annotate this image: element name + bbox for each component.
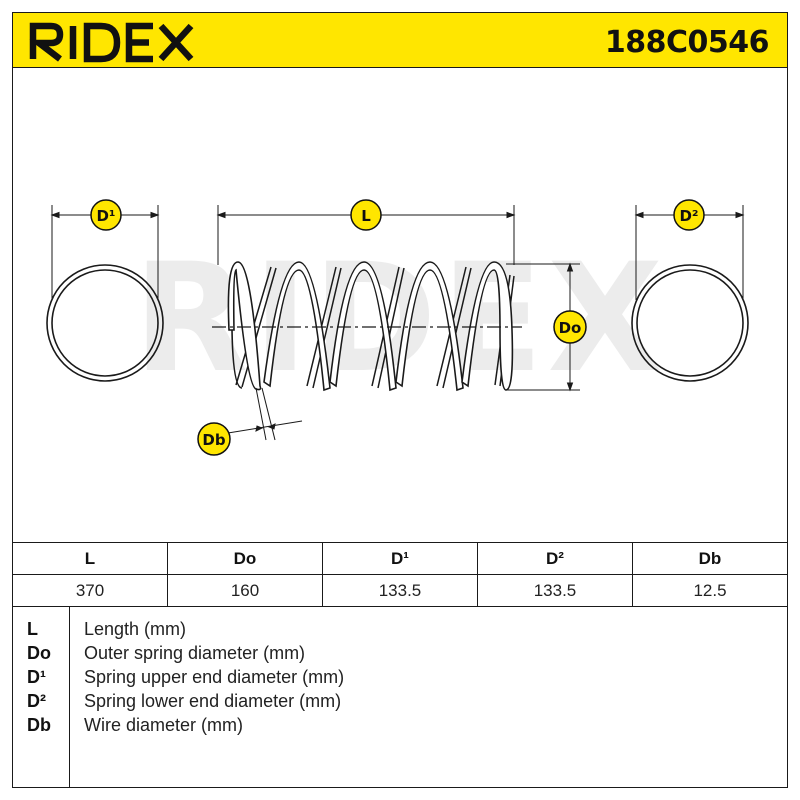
legend-symbol: Db — [27, 715, 51, 735]
spec-value-db: 12.5 — [632, 574, 788, 607]
legend-symbol: D² — [27, 691, 46, 711]
spec-value-d1: 133.5 — [322, 574, 478, 607]
legend-description: Length (mm) — [84, 619, 187, 639]
upper-end-ring — [46, 264, 164, 382]
coil-spring — [227, 261, 515, 392]
d2-badge — [673, 199, 705, 231]
part-number: 188C0546 — [604, 25, 770, 60]
legend-item: D² Spring lower end diameter (mm) — [13, 691, 783, 715]
db-label: Db — [202, 431, 225, 449]
legend-description: Outer spring diameter (mm) — [84, 643, 306, 663]
spec-table: L Do D¹ D² Db 370 160 133.5 133.5 12.5 — [12, 542, 788, 607]
wire-diameter-dimension — [227, 387, 303, 441]
d1-badge — [90, 199, 122, 231]
legend-item: L Length (mm) — [13, 619, 783, 643]
spec-value-l: 370 — [12, 574, 168, 607]
legend-symbol: L — [27, 619, 38, 639]
legend-description: Spring lower end diameter (mm) — [84, 691, 342, 711]
spec-header-l: L — [12, 542, 168, 575]
l-label: L — [361, 207, 371, 225]
legend-symbol: Do — [27, 643, 51, 663]
header-bar: 188C0546 — [12, 12, 788, 68]
do-label: Do — [559, 319, 582, 337]
legend-item: Db Wire diameter (mm) — [13, 715, 783, 739]
legend-divider — [69, 607, 70, 788]
legend-item: D¹ Spring upper end diameter (mm) — [13, 667, 783, 691]
spec-header-do: Do — [167, 542, 323, 575]
lower-end-ring — [631, 264, 749, 382]
legend-description: Spring upper end diameter (mm) — [84, 667, 345, 687]
d2-label: D² — [679, 207, 698, 225]
spec-header-d1: D¹ — [322, 542, 478, 575]
legend: L Length (mm) Do Outer spring diameter (… — [12, 606, 788, 788]
spec-header-d2: D² — [477, 542, 633, 575]
legend-description: Wire diameter (mm) — [84, 715, 244, 735]
d1-label: D¹ — [96, 207, 115, 225]
brand-logo — [29, 22, 194, 63]
spec-value-row: 370 160 133.5 133.5 12.5 — [12, 574, 788, 607]
l-badge — [350, 199, 382, 231]
spec-value-do: 160 — [167, 574, 323, 607]
spec-header-db: Db — [632, 542, 788, 575]
spec-header-row: L Do D¹ D² Db — [12, 542, 788, 575]
legend-item: Do Outer spring diameter (mm) — [13, 643, 783, 667]
legend-symbol: D¹ — [27, 667, 46, 687]
spec-value-d2: 133.5 — [477, 574, 633, 607]
spring-diagram: RIDEX D¹ D² L Do — [46, 199, 749, 456]
db-badge — [197, 422, 231, 456]
do-badge — [553, 310, 587, 344]
